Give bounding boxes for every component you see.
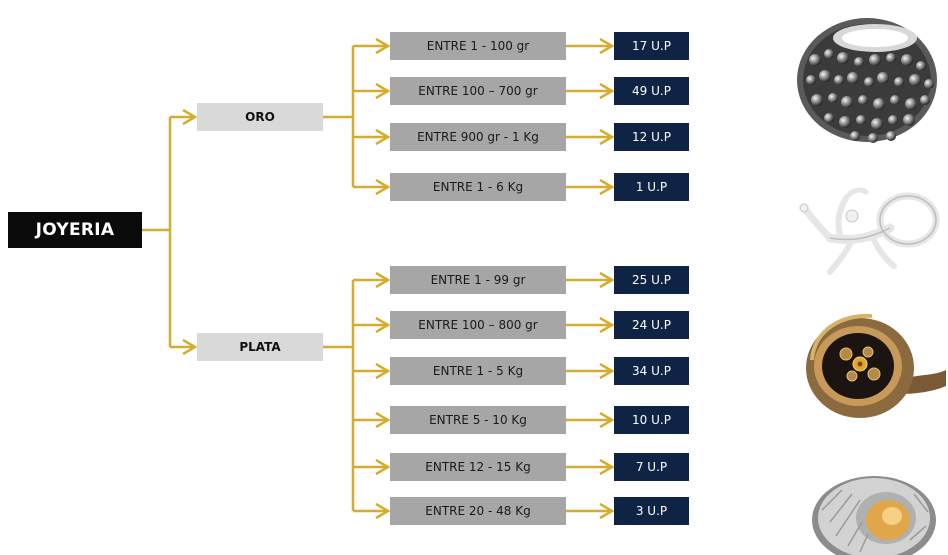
arrow-head-icon bbox=[599, 411, 615, 429]
bronze-flower-ring-image bbox=[806, 313, 946, 418]
arrow-head-icon bbox=[599, 128, 615, 146]
range-box: ENTRE 12 - 15 Kg bbox=[390, 453, 566, 481]
category-node-oro: ORO bbox=[197, 103, 323, 131]
range-box: ENTRE 1 - 99 gr bbox=[390, 266, 566, 294]
range-box: ENTRE 1 - 6 Kg bbox=[390, 173, 566, 201]
arrow-head-icon bbox=[375, 316, 391, 334]
arrow-head-icon bbox=[375, 502, 391, 520]
arrow-head-icon bbox=[375, 271, 391, 289]
silver-gold-ring-image bbox=[812, 476, 936, 555]
arrow-head-icon bbox=[375, 82, 391, 100]
arrow-head-icon bbox=[599, 316, 615, 334]
arrow-head-icon bbox=[599, 37, 615, 55]
quantity-box: 7 U.P bbox=[614, 453, 689, 481]
arrow-head-icon bbox=[375, 411, 391, 429]
range-box: ENTRE 900 gr - 1 Kg bbox=[390, 123, 566, 151]
range-box: ENTRE 100 – 700 gr bbox=[390, 77, 566, 105]
arrow-head-icon bbox=[599, 502, 615, 520]
quantity-box: 25 U.P bbox=[614, 266, 689, 294]
range-box: ENTRE 100 – 800 gr bbox=[390, 311, 566, 339]
range-box: ENTRE 1 - 5 Kg bbox=[390, 357, 566, 385]
arrow-head-icon bbox=[375, 458, 391, 476]
arrow-head-icon bbox=[599, 458, 615, 476]
quantity-box: 49 U.P bbox=[614, 77, 689, 105]
beaded-silver-ring-image bbox=[797, 18, 937, 143]
range-box: ENTRE 5 - 10 Kg bbox=[390, 406, 566, 434]
branch-silver-ring-image bbox=[799, 187, 940, 275]
range-box: ENTRE 1 - 100 gr bbox=[390, 32, 566, 60]
range-box: ENTRE 20 - 48 Kg bbox=[390, 497, 566, 525]
quantity-box: 1 U.P bbox=[614, 173, 689, 201]
arrow-head-icon bbox=[599, 362, 615, 380]
arrow-head-icon bbox=[182, 108, 198, 126]
quantity-box: 24 U.P bbox=[614, 311, 689, 339]
quantity-box: 12 U.P bbox=[614, 123, 689, 151]
quantity-box: 3 U.P bbox=[614, 497, 689, 525]
quantity-box: 10 U.P bbox=[614, 406, 689, 434]
quantity-box: 17 U.P bbox=[614, 32, 689, 60]
arrow-head-icon bbox=[182, 338, 198, 356]
arrow-head-icon bbox=[375, 178, 391, 196]
arrow-head-icon bbox=[599, 271, 615, 289]
root-node: JOYERIA bbox=[8, 212, 142, 248]
category-node-plata: PLATA bbox=[197, 333, 323, 361]
arrow-head-icon bbox=[375, 37, 391, 55]
arrow-head-icon bbox=[375, 128, 391, 146]
arrow-head-icon bbox=[375, 362, 391, 380]
arrow-head-icon bbox=[599, 178, 615, 196]
quantity-box: 34 U.P bbox=[614, 357, 689, 385]
arrow-head-icon bbox=[599, 82, 615, 100]
